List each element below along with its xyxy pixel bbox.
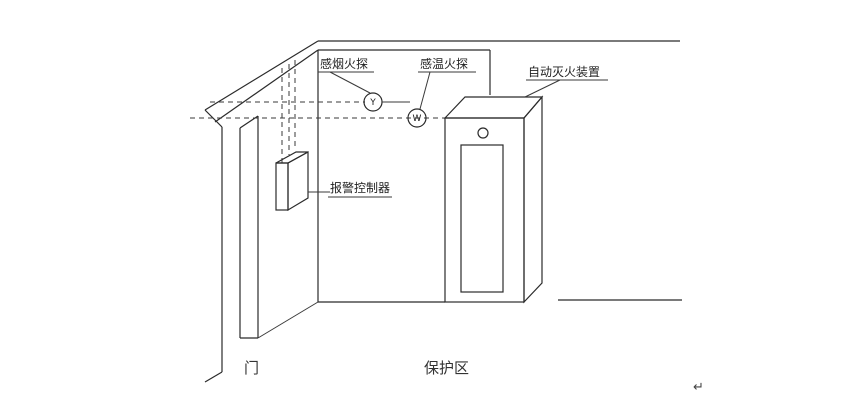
wiring — [190, 60, 512, 165]
alarm-controller-label: 报警控制器 — [330, 180, 390, 195]
extinguisher-cabinet — [443, 95, 544, 304]
protected-zone-label: 保护区 — [424, 359, 469, 377]
leader-lines — [308, 71, 608, 198]
heat-detector-label: 感温火探 — [420, 56, 468, 71]
door-label: 门 — [244, 359, 259, 377]
door — [239, 115, 319, 339]
auto-extinguisher-label: 自动灭火装置 — [528, 65, 600, 79]
heat-detector-symbol: W — [413, 114, 422, 124]
paragraph-mark: ↵ — [693, 380, 704, 395]
smoke-detector-label: 感烟火探 — [320, 56, 368, 71]
room-structure — [204, 40, 682, 383]
alarm-controller-box — [275, 150, 309, 212]
smoke-detector-symbol: Y — [369, 98, 376, 108]
heat-detector: W — [407, 108, 427, 128]
smoke-detector: Y — [363, 92, 410, 112]
